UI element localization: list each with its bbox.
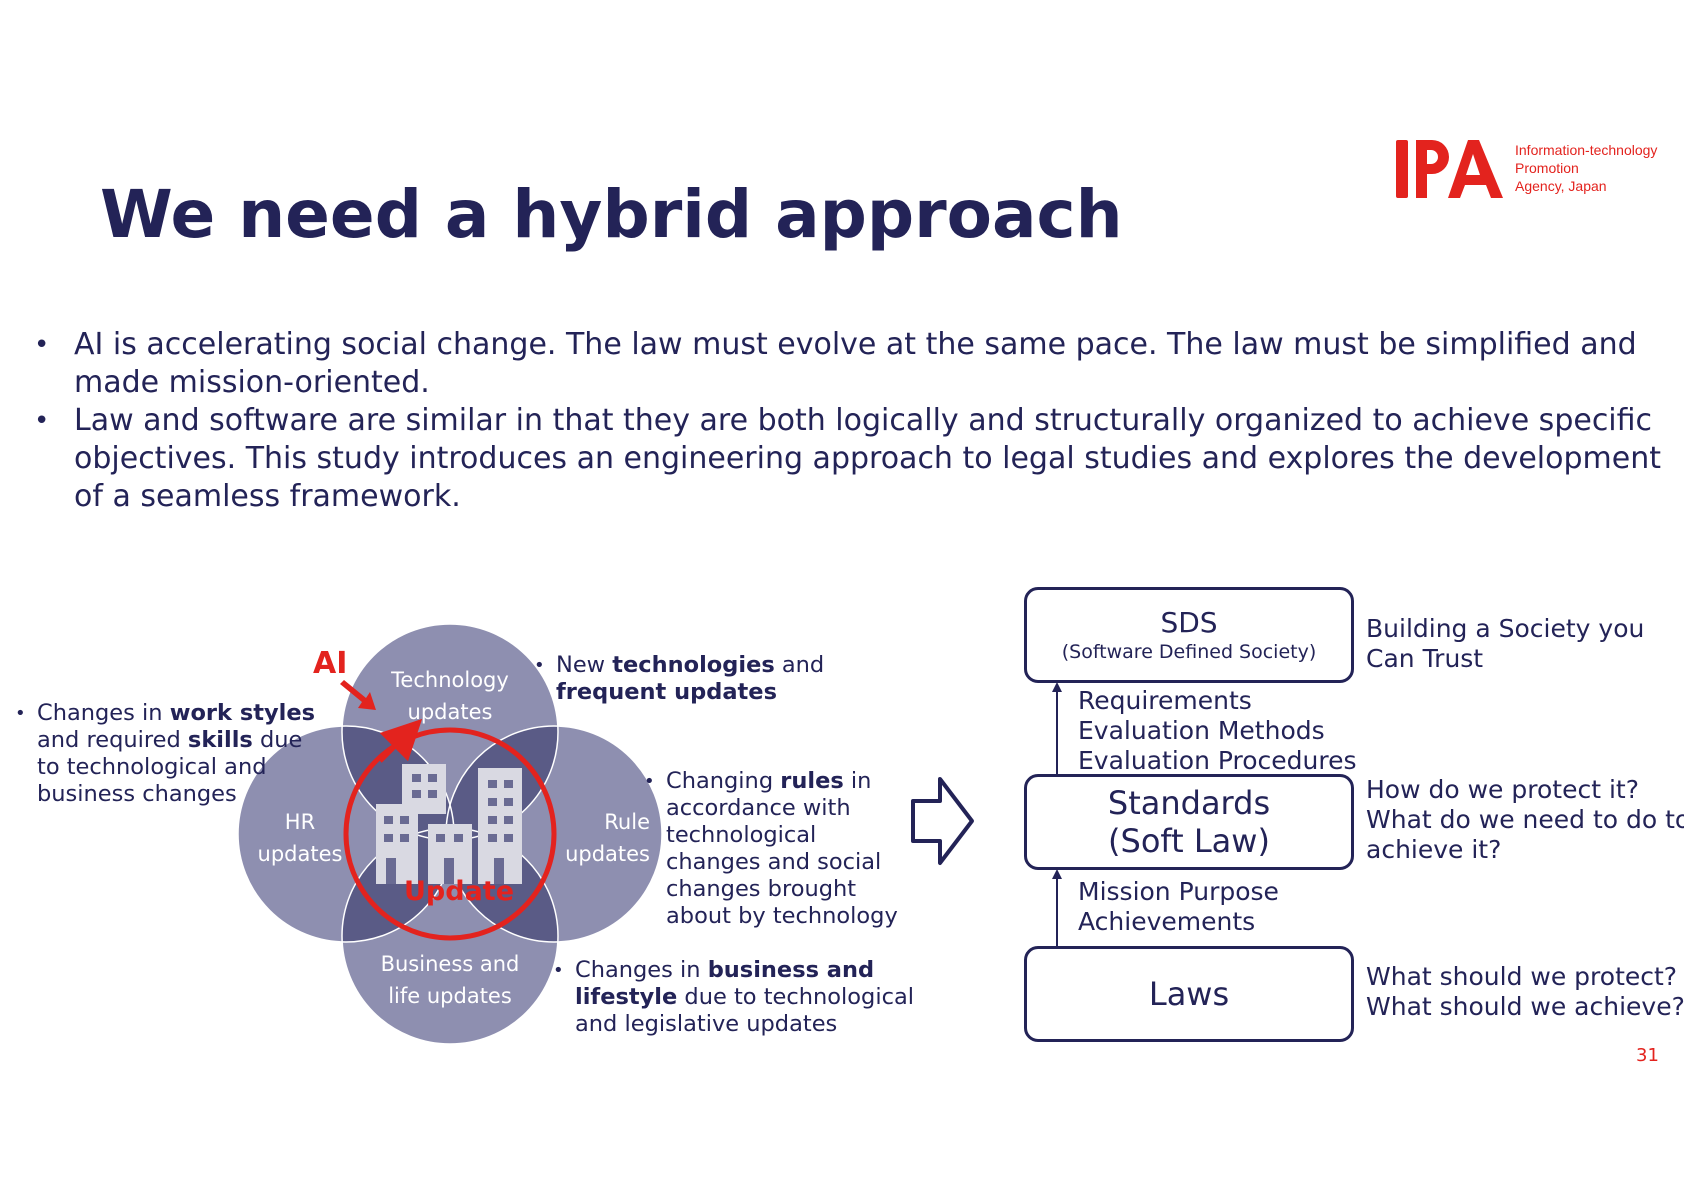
ai-label: AI [313, 646, 348, 681]
sds-box: SDS (Software Defined Society) [1024, 587, 1354, 683]
note-text: changes and social [666, 849, 882, 875]
note-text: New [556, 652, 613, 678]
circle-label-rule: Rule updates [565, 810, 650, 866]
note-text: to technological and [37, 754, 267, 780]
laws-title: Laws [1148, 975, 1230, 1013]
note-emphasis: technologies [612, 652, 775, 678]
standards-title-2: (Soft Law) [1108, 822, 1270, 860]
update-cycle-arrow [378, 718, 423, 763]
circle-label-business: Business and life updates [380, 952, 520, 1008]
bullet-item-2: Law and software are similar in that the… [34, 402, 1664, 516]
connector-arrow-up-2 [1052, 869, 1062, 947]
note-text: about by technology [666, 903, 898, 929]
note-emphasis: rules [780, 768, 844, 794]
note-emphasis: business and [707, 957, 875, 983]
page-number: 31 [1636, 1045, 1659, 1066]
standards-title-1: Standards [1107, 784, 1271, 822]
slide-title: We need a hybrid approach [100, 176, 1123, 253]
note-text: accordance with [666, 795, 851, 821]
update-cycle-ring [343, 727, 557, 941]
laws-box: Laws [1024, 946, 1354, 1042]
main-bullet-list: AI is accelerating social change. The la… [34, 326, 1664, 516]
hollow-right-arrow-icon [911, 777, 974, 865]
update-label: Update [404, 876, 515, 907]
standards-side-text: How do we protect it? What do we need to… [1366, 775, 1684, 864]
circle-label-hr: HR updates [257, 810, 343, 866]
mission-list: Mission Purpose Achievements [1078, 877, 1279, 936]
connector-arrow-up-1 [1052, 682, 1062, 776]
note-text: and [774, 652, 825, 678]
note-text: and required [37, 727, 188, 753]
circle-label-technology: Technology updates [391, 668, 509, 724]
ai-arrow-icon [340, 680, 376, 710]
note-text: technological [666, 822, 817, 848]
note-emphasis: lifestyle [575, 984, 678, 1010]
ipa-logo: Information-technology Promotion Agency,… [1394, 134, 1674, 204]
note-text: Changing [666, 768, 781, 794]
sds-title: SDS [1160, 606, 1218, 639]
sds-side-text: Building a Society you Can Trust [1366, 614, 1645, 673]
note-text: Changes in [575, 957, 708, 983]
ipa-logo-mark [1396, 140, 1503, 198]
buildings-icon [376, 764, 522, 884]
laws-side-text: What should we protect? What should we a… [1366, 962, 1684, 1021]
requirements-list: Requirements Evaluation Methods Evaluati… [1078, 686, 1357, 775]
note-text: changes brought [666, 876, 857, 902]
note-emphasis: frequent updates [556, 679, 777, 705]
note-text: due [252, 727, 303, 753]
bullet-item-1: AI is accelerating social change. The la… [34, 326, 1664, 402]
note-text: business changes [37, 781, 237, 807]
sds-subtitle: (Software Defined Society) [1061, 641, 1317, 663]
note-text: in [843, 768, 872, 794]
note-text: and legislative updates [575, 1011, 838, 1037]
logo-tagline-2: Promotion [1515, 160, 1579, 176]
note-text: Changes in [37, 700, 170, 726]
note-emphasis: work styles [169, 700, 316, 726]
note-text: due to technological [677, 984, 914, 1010]
update-venn-diagram [237, 623, 663, 1045]
note-emphasis: skills [187, 727, 253, 753]
logo-tagline-1: Information-technology [1515, 142, 1658, 158]
logo-tagline-3: Agency, Japan [1515, 178, 1607, 194]
standards-box: Standards (Soft Law) [1024, 774, 1354, 870]
